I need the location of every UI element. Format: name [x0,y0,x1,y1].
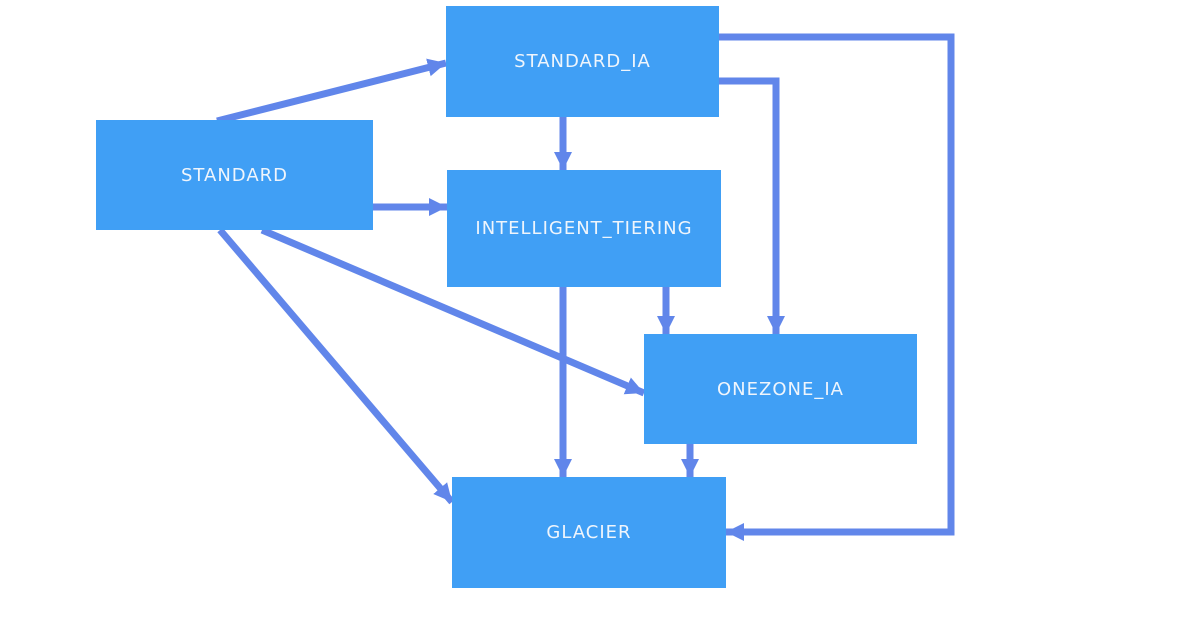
edge-standard-to-standard_ia [216,58,447,125]
edge-standard_ia-to-glacier [719,33,955,542]
node-label-glacier: GLACIER [546,522,632,543]
node-standard: STANDARD [96,120,373,230]
node-standard_ia: STANDARD_IA [446,6,719,117]
edge-standard-to-glacier [217,227,455,505]
edge-standard-to-onezone_ia [260,226,646,397]
node-onezone_ia: ONEZONE_IA [644,334,917,444]
node-label-onezone_ia: ONEZONE_IA [717,378,844,400]
edge-standard_ia-to-onezone_ia [719,77,786,334]
node-glacier: GLACIER [452,477,726,588]
node-label-standard_ia: STANDARD_IA [514,51,651,72]
node-label-intelligent_tiering: INTELLIGENT_TIERING [475,218,693,239]
node-intelligent_tiering: INTELLIGENT_TIERING [447,170,721,287]
node-label-standard: STANDARD [180,164,289,186]
